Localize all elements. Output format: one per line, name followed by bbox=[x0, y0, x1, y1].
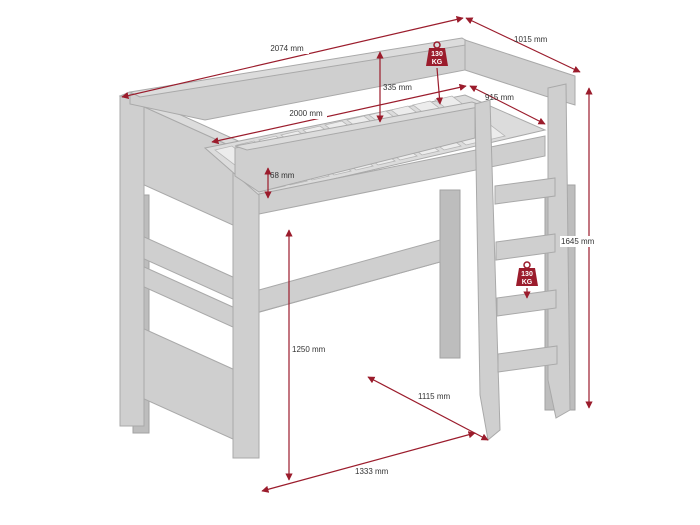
label-inner-width: 915 mm bbox=[485, 93, 514, 102]
dim-line-inner-width bbox=[469, 85, 546, 125]
ladder-rung-4 bbox=[497, 345, 558, 373]
label-under-bed-depth: 1115 mm bbox=[418, 392, 450, 401]
label-inner-length: 2000 mm bbox=[289, 109, 323, 118]
weight-icon: 130 KG bbox=[516, 261, 538, 286]
back-right-leg bbox=[439, 189, 461, 359]
label-slat-depth: 68 mm bbox=[270, 171, 295, 180]
dim-line-bed-weight bbox=[435, 67, 444, 105]
ladder bbox=[474, 83, 571, 441]
dimension-labels: 2074 mm 1015 mm 335 mm 2000 mm 915 mm 68… bbox=[265, 35, 595, 476]
bed-weight-value: 130 bbox=[431, 51, 443, 58]
label-width-total: 1015 mm bbox=[514, 35, 548, 44]
ladder-right-rail bbox=[547, 83, 571, 419]
dim-line-length-total bbox=[121, 15, 464, 100]
label-total-height: 1645 mm bbox=[561, 237, 595, 246]
weight-icon: 130 KG bbox=[426, 41, 448, 66]
bed-weight-unit: KG bbox=[432, 59, 443, 66]
front-middle-post bbox=[232, 147, 260, 459]
label-under-bed-height: 1250 mm bbox=[292, 345, 326, 354]
front-side-beam bbox=[258, 135, 546, 215]
ladder-weight-value: 130 bbox=[521, 271, 533, 278]
front-left-post bbox=[119, 95, 145, 427]
dim-line-inner-length bbox=[211, 83, 467, 145]
label-under-bed-length: 1333 mm bbox=[355, 467, 389, 476]
ladder-weight-unit: KG bbox=[522, 279, 533, 286]
label-guardrail-height: 335 mm bbox=[383, 83, 412, 92]
label-length-total: 2074 mm bbox=[270, 44, 304, 53]
ladder-rung-2 bbox=[495, 233, 556, 261]
dim-line-under-bed-length bbox=[261, 431, 476, 493]
dim-line-width-total bbox=[465, 17, 581, 73]
ladder-rung-1 bbox=[494, 177, 556, 205]
ladder-rung-3 bbox=[496, 289, 557, 317]
dimension-lines bbox=[121, 15, 593, 493]
dim-line-under-bed-depth bbox=[367, 376, 489, 441]
front-lower-rail bbox=[258, 239, 441, 313]
